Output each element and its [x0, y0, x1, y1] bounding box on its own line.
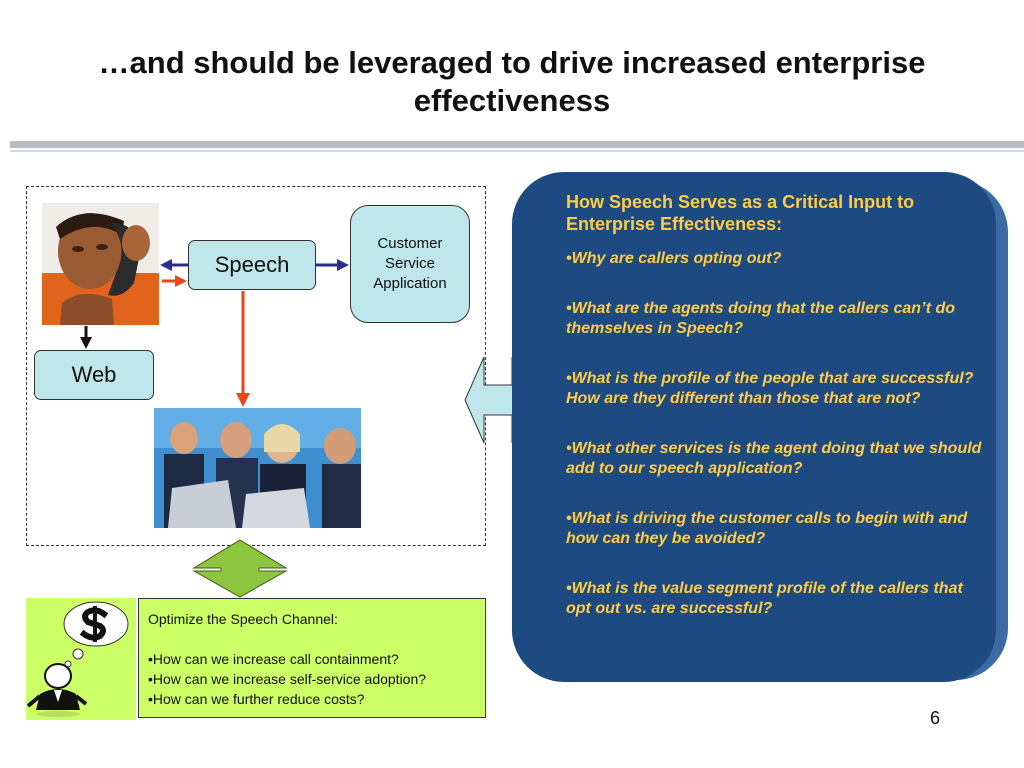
customer-service-application-node: Customer Service Application [350, 205, 470, 323]
optimize-speech-channel-box: Optimize the Speech Channel: •How can we… [138, 598, 486, 718]
panel-heading: How Speech Serves as a Critical Input to… [566, 192, 915, 234]
speech-to-caller-arrow [160, 259, 188, 271]
dollar-thought-bubble-icon [79, 606, 109, 642]
optimize-bullet-2: •How can we increase self-service adopti… [148, 671, 427, 687]
panel-question-2: •What are the agents doing that the call… [566, 300, 956, 337]
panel-question-6: •What is the value segment profile of th… [566, 580, 963, 617]
optimize-bullet-3: •How can we further reduce costs? [148, 691, 365, 707]
speech-to-application-arrow [316, 259, 349, 271]
csa-label-line-1: Customer [377, 235, 443, 252]
green-double-arrow [192, 539, 288, 598]
optimize-heading: Optimize the Speech Channel: [148, 611, 338, 627]
critical-input-panel-content: How Speech Serves as a Critical Input to… [566, 191, 986, 649]
slide-title: …and should be leveraged to drive increa… [98, 45, 926, 118]
title-divider-thin [10, 150, 1024, 152]
panel-question-4: •What other services is the agent doing … [566, 440, 982, 477]
panel-question-1: •Why are callers opting out? [566, 250, 782, 267]
optimize-bullet-1: •How can we increase call containment? [148, 651, 399, 667]
speech-to-agents-arrow [236, 291, 250, 407]
caller-to-speech-arrow [162, 275, 187, 287]
phone-caller-photo [42, 203, 159, 325]
panel-question-3: •What is the profile of the people that … [566, 370, 974, 407]
csa-label-line-3: Application [373, 275, 447, 292]
speech-node: Speech [188, 240, 316, 290]
title-divider [10, 141, 1024, 148]
panel-question-5: •What is driving the customer calls to b… [566, 510, 968, 547]
critical-input-panel [512, 172, 996, 682]
page-number: 6 [929, 708, 940, 728]
speech-flow-frame [26, 186, 486, 546]
web-node: Web [34, 350, 154, 400]
businessman-icon [26, 663, 88, 717]
caller-to-web-arrow [80, 326, 92, 349]
call-center-agents-photo [154, 408, 361, 528]
csa-label-line-2: Service [384, 255, 435, 272]
dollar-thought-illustration [26, 598, 136, 720]
